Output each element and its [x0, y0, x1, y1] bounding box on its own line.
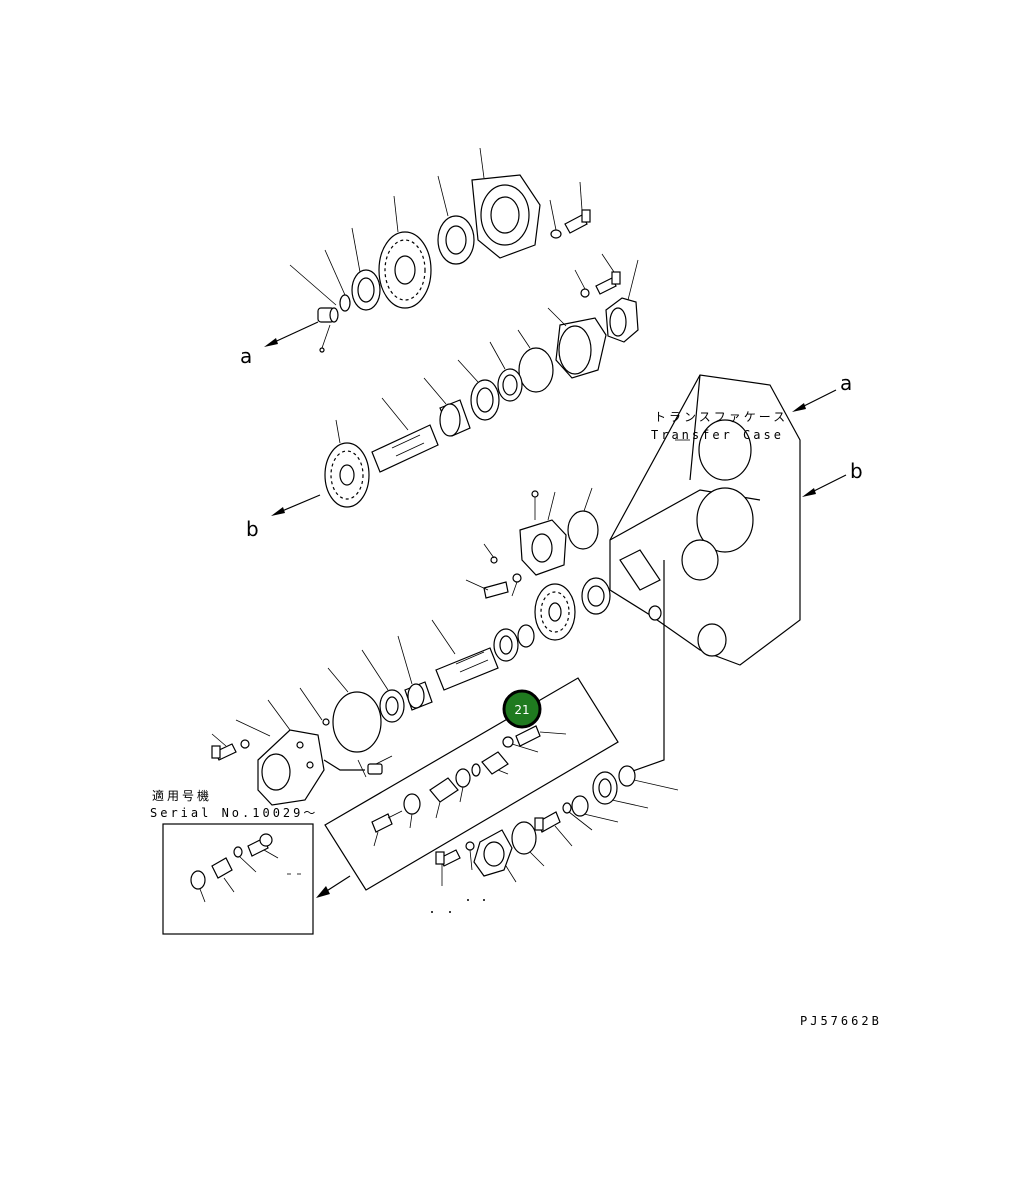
- stray-marks: [431, 899, 485, 913]
- arrow-b-label-left: b: [246, 517, 259, 541]
- callout-circle[interactable]: [502, 689, 542, 729]
- top-shaft-assembly: [264, 147, 639, 437]
- drawing-code-label: PJ57662B: [800, 1014, 882, 1028]
- lower-middle-assembly: [327, 487, 611, 753]
- transfer-case-en-label: Transfer Case: [651, 428, 784, 442]
- pump-assembly: [211, 687, 393, 806]
- transfer-case-jp-label: トランスファケース: [654, 410, 788, 424]
- callout-number[interactable]: 21: [514, 703, 529, 717]
- serial-inset-box: [162, 823, 351, 935]
- arrow-a-label-left: a: [240, 344, 252, 368]
- transfer-case-housing: [609, 374, 847, 666]
- serial-jp-label: 適用号機: [152, 788, 212, 803]
- lower-right-assembly: [435, 560, 679, 886]
- arrow-a-label-right: a: [840, 371, 852, 395]
- middle-shaft-assembly: [271, 397, 439, 516]
- arrow-b-label-right: b: [850, 459, 863, 483]
- serial-en-label: Serial No.10029～: [150, 806, 318, 820]
- part-callout-21[interactable]: 21: [502, 689, 542, 729]
- valve-subassembly-box: [324, 677, 619, 891]
